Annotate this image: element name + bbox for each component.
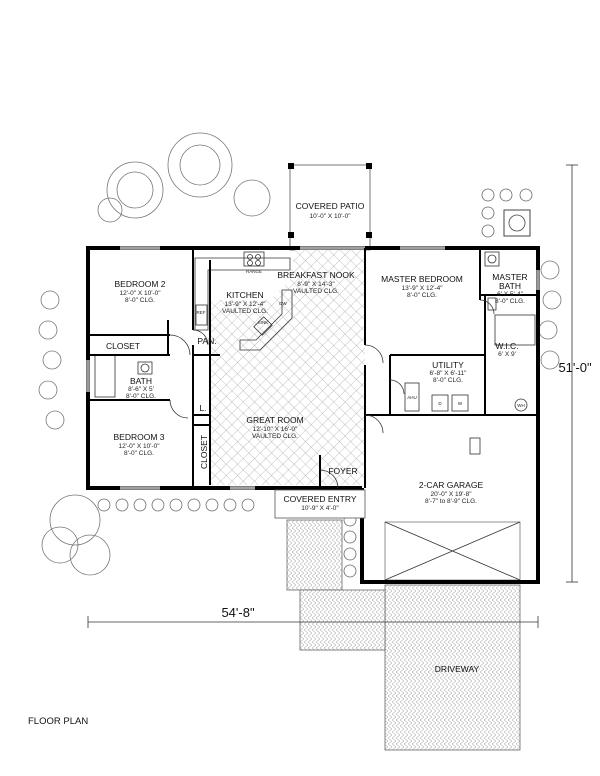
wic-label: W.I.C. — [495, 341, 518, 351]
covered-entry — [274, 489, 366, 519]
breakfast-nook-size: 8'-9" X 14'-3" — [297, 281, 335, 288]
bedroom3-size: 12'-0" X 10'-0" — [118, 443, 160, 450]
covered-entry-size: 10'-9" X 4'-0" — [301, 505, 339, 512]
bath-ceiling: 8'-0" CLG. — [126, 393, 156, 400]
range-tag: RANGE — [246, 269, 262, 274]
front-walk — [299, 589, 386, 651]
covered-patio — [289, 164, 371, 251]
bedroom3-ceiling: 8'-0" CLG. — [124, 450, 154, 457]
kitchen-label: KITCHEN — [226, 290, 263, 300]
driveway-label: DRIVEWAY — [435, 664, 480, 674]
washer-tag: W — [458, 401, 463, 406]
wic-size: 6' X 9' — [498, 351, 516, 358]
bedroom2-label: BEDROOM 2 — [114, 279, 165, 289]
depth-dimension: 51'-0" — [558, 360, 592, 375]
door-swings — [169, 299, 495, 489]
covered-patio-size: 10'-0" X 10'-0" — [309, 213, 351, 220]
great-room-label: GREAT ROOM — [246, 415, 303, 425]
breakfast-nook-ceiling: VAULTED CLG. — [293, 288, 339, 295]
master-bath-label-2: BATH — [499, 281, 521, 291]
dw-tag: DW — [279, 301, 287, 306]
plan-title: FLOOR PLAN — [28, 716, 88, 727]
master-bedroom-size: 13'-9" X 12'-4" — [401, 285, 443, 292]
interior-walls — [88, 248, 538, 488]
bath-size: 8'-6" X 5' — [128, 386, 154, 393]
bedroom3-label: BEDROOM 3 — [113, 432, 164, 442]
pan-label: PAN. — [197, 336, 216, 346]
landscape-trees — [38, 132, 562, 576]
driveway-slab — [384, 584, 521, 751]
great-room-size: 12'-10" X 16'-0" — [253, 426, 298, 433]
master-bath-ceiling: 8'-0" CLG. — [495, 298, 525, 305]
kitchen-size: 13'-9" X 12'-4" — [224, 301, 266, 308]
utility-label: UTILITY — [432, 360, 464, 370]
bath-label: BATH — [130, 376, 152, 386]
foyer-label: FOYER — [328, 466, 357, 476]
utility-size: 6'-8" X 6'-11" — [430, 370, 468, 377]
utility-ceiling: 8'-0" CLG. — [433, 377, 463, 384]
wh-tag: WH — [517, 403, 525, 408]
garage-size: 20'-0" X 19'-8" — [430, 491, 472, 498]
great-room-floor — [210, 300, 365, 485]
covered-patio-label: COVERED PATIO — [296, 201, 365, 211]
bedroom2-size: 12'-0" X 10'-0" — [119, 290, 161, 297]
nook-floor — [270, 250, 365, 300]
garage-ceiling: 8'-7" to 8'-9" CLG. — [425, 498, 477, 505]
kitchen-ceiling: VAULTED CLG. — [222, 308, 268, 315]
master-bedroom-ceiling: 8'-0" CLG. — [407, 292, 437, 299]
exterior-wall-house — [86, 246, 540, 584]
dryer-tag: D — [438, 401, 442, 406]
bedroom2-ceiling: 8'-0" CLG. — [125, 297, 155, 304]
closet2-label: CLOSET — [199, 435, 209, 469]
master-bedroom-label: MASTER BEDROOM — [381, 274, 463, 284]
windows — [86, 246, 540, 490]
linen-label: L. — [199, 403, 206, 413]
covered-entry-label: COVERED ENTRY — [283, 494, 356, 504]
landscape-shrubs — [97, 188, 533, 578]
closet1-label: CLOSET — [106, 341, 140, 351]
master-bath-size: 6' X 5'-4" — [497, 291, 523, 298]
ref-tag: REF — [197, 310, 206, 315]
dimension-lines — [87, 164, 578, 628]
ahu-tag: AHU — [407, 395, 417, 400]
entry-walkway — [286, 519, 343, 591]
breakfast-nook-label: BREAKFAST NOOK — [277, 270, 355, 280]
great-room-ceiling: VAULTED CLG. — [252, 433, 298, 440]
width-dimension: 54'-8" — [221, 605, 255, 620]
bath-fixtures — [94, 251, 536, 455]
garage-label: 2-CAR GARAGE — [419, 480, 484, 490]
master-bath-label-1: MASTER — [492, 272, 527, 282]
sink-tag: SINK — [258, 320, 269, 325]
